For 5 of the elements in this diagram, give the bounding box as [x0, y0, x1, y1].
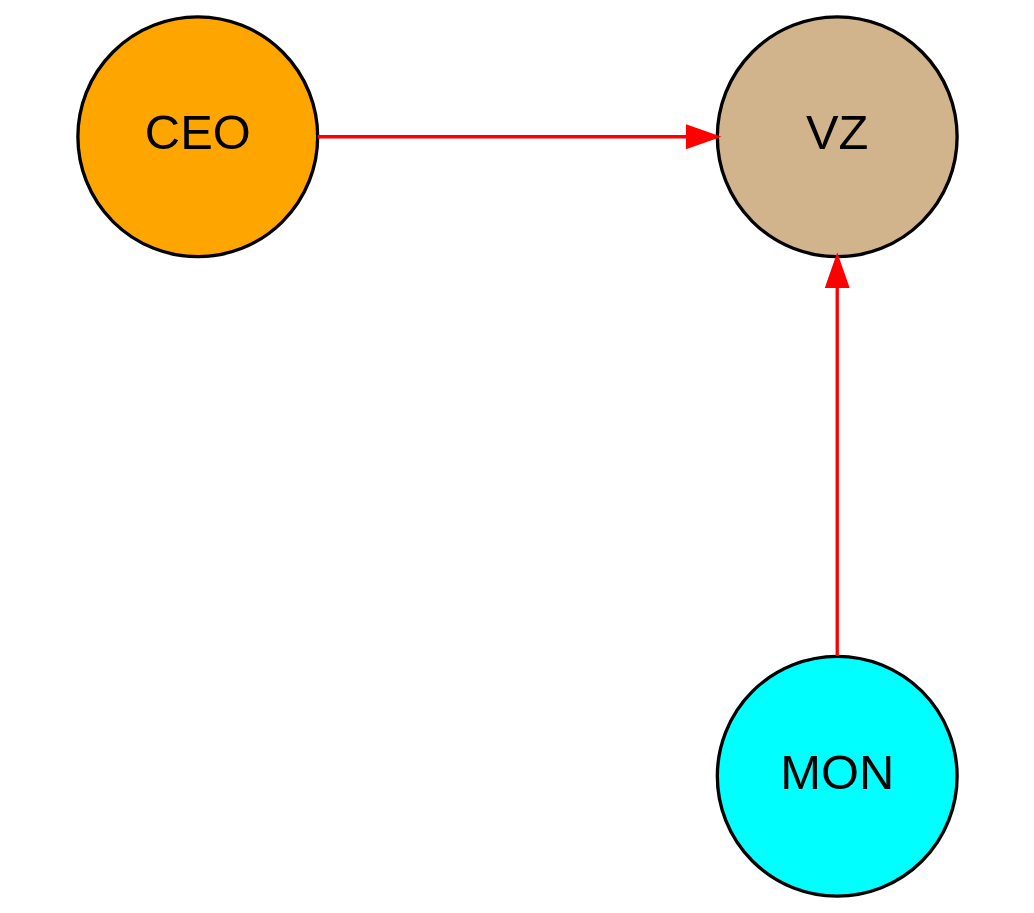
node-circle: MON: [715, 654, 959, 898]
node-circle: VZ: [715, 15, 959, 259]
arrow: [824, 252, 850, 657]
node-circle: CEO: [75, 15, 319, 259]
arrow: [317, 124, 721, 150]
